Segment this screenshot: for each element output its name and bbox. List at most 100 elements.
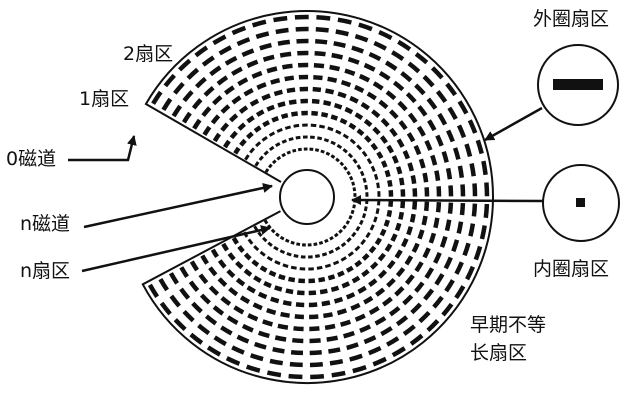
track-sector-segment bbox=[398, 167, 400, 174]
track-sector-segment bbox=[438, 202, 439, 212]
track-sector-segment bbox=[483, 161, 485, 175]
track-sector-segment bbox=[404, 326, 414, 334]
track-sector-segment bbox=[463, 184, 464, 196]
track-sector-segment bbox=[389, 210, 390, 216]
track-sector-segment bbox=[243, 326, 253, 331]
track-sector-segment bbox=[334, 43, 346, 46]
track-sector-segment bbox=[344, 333, 355, 336]
track-sector-segment bbox=[221, 327, 231, 333]
track-sector-segment bbox=[282, 115, 288, 117]
track-sector-segment bbox=[309, 317, 318, 318]
track-sector-segment bbox=[361, 240, 364, 244]
track-sector-segment bbox=[328, 276, 334, 278]
track-sector-segment bbox=[354, 205, 355, 209]
track-sector-segment bbox=[437, 136, 441, 146]
track-sector-segment bbox=[279, 276, 285, 278]
track-sector-segment bbox=[426, 268, 432, 277]
track-sector-segment bbox=[335, 299, 343, 301]
track-sector-segment bbox=[389, 261, 394, 268]
track-sector-segment bbox=[259, 333, 270, 336]
track-sector-segment bbox=[253, 22, 266, 26]
track-sector-segment bbox=[360, 326, 370, 331]
label-sector1: 1扇区 bbox=[79, 90, 129, 109]
track-sector-segment bbox=[327, 338, 338, 340]
track-sector-segment bbox=[314, 244, 318, 245]
track-sector-segment bbox=[467, 267, 473, 280]
track-sector-segment bbox=[274, 247, 278, 249]
track-sector-segment bbox=[255, 344, 266, 348]
track-sector-segment bbox=[324, 102, 331, 104]
track-sector-segment bbox=[424, 77, 433, 86]
track-sector-segment bbox=[235, 307, 244, 312]
track-sector-segment bbox=[259, 294, 267, 297]
track-sector-segment bbox=[264, 57, 275, 60]
track-sector-segment bbox=[455, 148, 458, 160]
track-sector-segment bbox=[311, 125, 317, 126]
track-sector-segment bbox=[238, 39, 250, 44]
track-sector-segment bbox=[373, 111, 379, 116]
track-sector-segment bbox=[402, 201, 403, 208]
track-sector-segment bbox=[278, 42, 290, 44]
track-sector-segment bbox=[267, 310, 276, 313]
track-sector-segment bbox=[265, 220, 267, 223]
track-sector-segment bbox=[364, 298, 372, 303]
track-sector-segment bbox=[319, 242, 323, 243]
track-sector-segment bbox=[359, 288, 366, 292]
track-sector-segment bbox=[205, 88, 213, 96]
track-sector-segment bbox=[271, 299, 279, 301]
track-sector-segment bbox=[289, 139, 293, 140]
track-sector-segment bbox=[289, 376, 303, 377]
track-sector-segment bbox=[282, 66, 292, 68]
track-sector-segment bbox=[335, 105, 342, 107]
track-sector-segment bbox=[261, 267, 267, 270]
track-sector-segment bbox=[363, 255, 368, 260]
track-sector-segment bbox=[366, 137, 370, 142]
track-sector-segment bbox=[315, 41, 327, 42]
track-sector-segment bbox=[375, 174, 377, 179]
track-sector-segment bbox=[276, 30, 289, 32]
track-sector-segment bbox=[355, 36, 367, 40]
track-sector-segment bbox=[351, 140, 355, 144]
track-sector-segment bbox=[379, 32, 391, 38]
track-sector-segment bbox=[315, 256, 320, 257]
track-sector-segment bbox=[448, 131, 453, 142]
track-sector-segment bbox=[419, 107, 426, 116]
track-sector-segment bbox=[175, 84, 183, 94]
track-sector-segment bbox=[181, 289, 188, 298]
track-sector-segment bbox=[476, 247, 480, 260]
track-sector-segment bbox=[265, 152, 268, 155]
track-sector-segment bbox=[268, 257, 273, 260]
track-sector-segment bbox=[322, 303, 330, 305]
track-sector-segment bbox=[316, 17, 330, 18]
track-sector-segment bbox=[242, 51, 253, 56]
track-sector-segment bbox=[231, 115, 237, 121]
track-sector-segment bbox=[391, 129, 396, 136]
track-sector-segment bbox=[393, 348, 405, 355]
track-sector-segment bbox=[331, 288, 338, 290]
track-sector-segment bbox=[357, 227, 359, 231]
track-sector-segment bbox=[380, 254, 385, 260]
track-sector-segment bbox=[291, 242, 295, 243]
track-sector-segment bbox=[365, 65, 375, 70]
track-sector-segment bbox=[351, 305, 359, 309]
track-sector-segment bbox=[285, 78, 294, 79]
track-sector-segment bbox=[375, 217, 377, 222]
track-sector-segment bbox=[248, 315, 257, 319]
track-sector-segment bbox=[257, 111, 263, 115]
track-sector-segment bbox=[324, 140, 328, 142]
track-sector-segment bbox=[227, 358, 240, 364]
track-sector-segment bbox=[341, 120, 347, 123]
track-sector-segment bbox=[204, 127, 209, 135]
track-sector-segment bbox=[456, 262, 461, 274]
track-sector-segment bbox=[253, 261, 258, 265]
track-sector-segment bbox=[419, 127, 424, 136]
track-sector-segment bbox=[274, 92, 282, 94]
track-sector-segment bbox=[459, 222, 461, 234]
track-sector-segment bbox=[175, 320, 185, 330]
track-sector-segment bbox=[153, 92, 161, 104]
track-sector-segment bbox=[372, 166, 374, 171]
center-hole bbox=[280, 170, 334, 224]
track-sector-segment bbox=[256, 33, 268, 36]
track-sector-segment bbox=[357, 145, 361, 149]
track-sector-segment bbox=[219, 279, 226, 286]
